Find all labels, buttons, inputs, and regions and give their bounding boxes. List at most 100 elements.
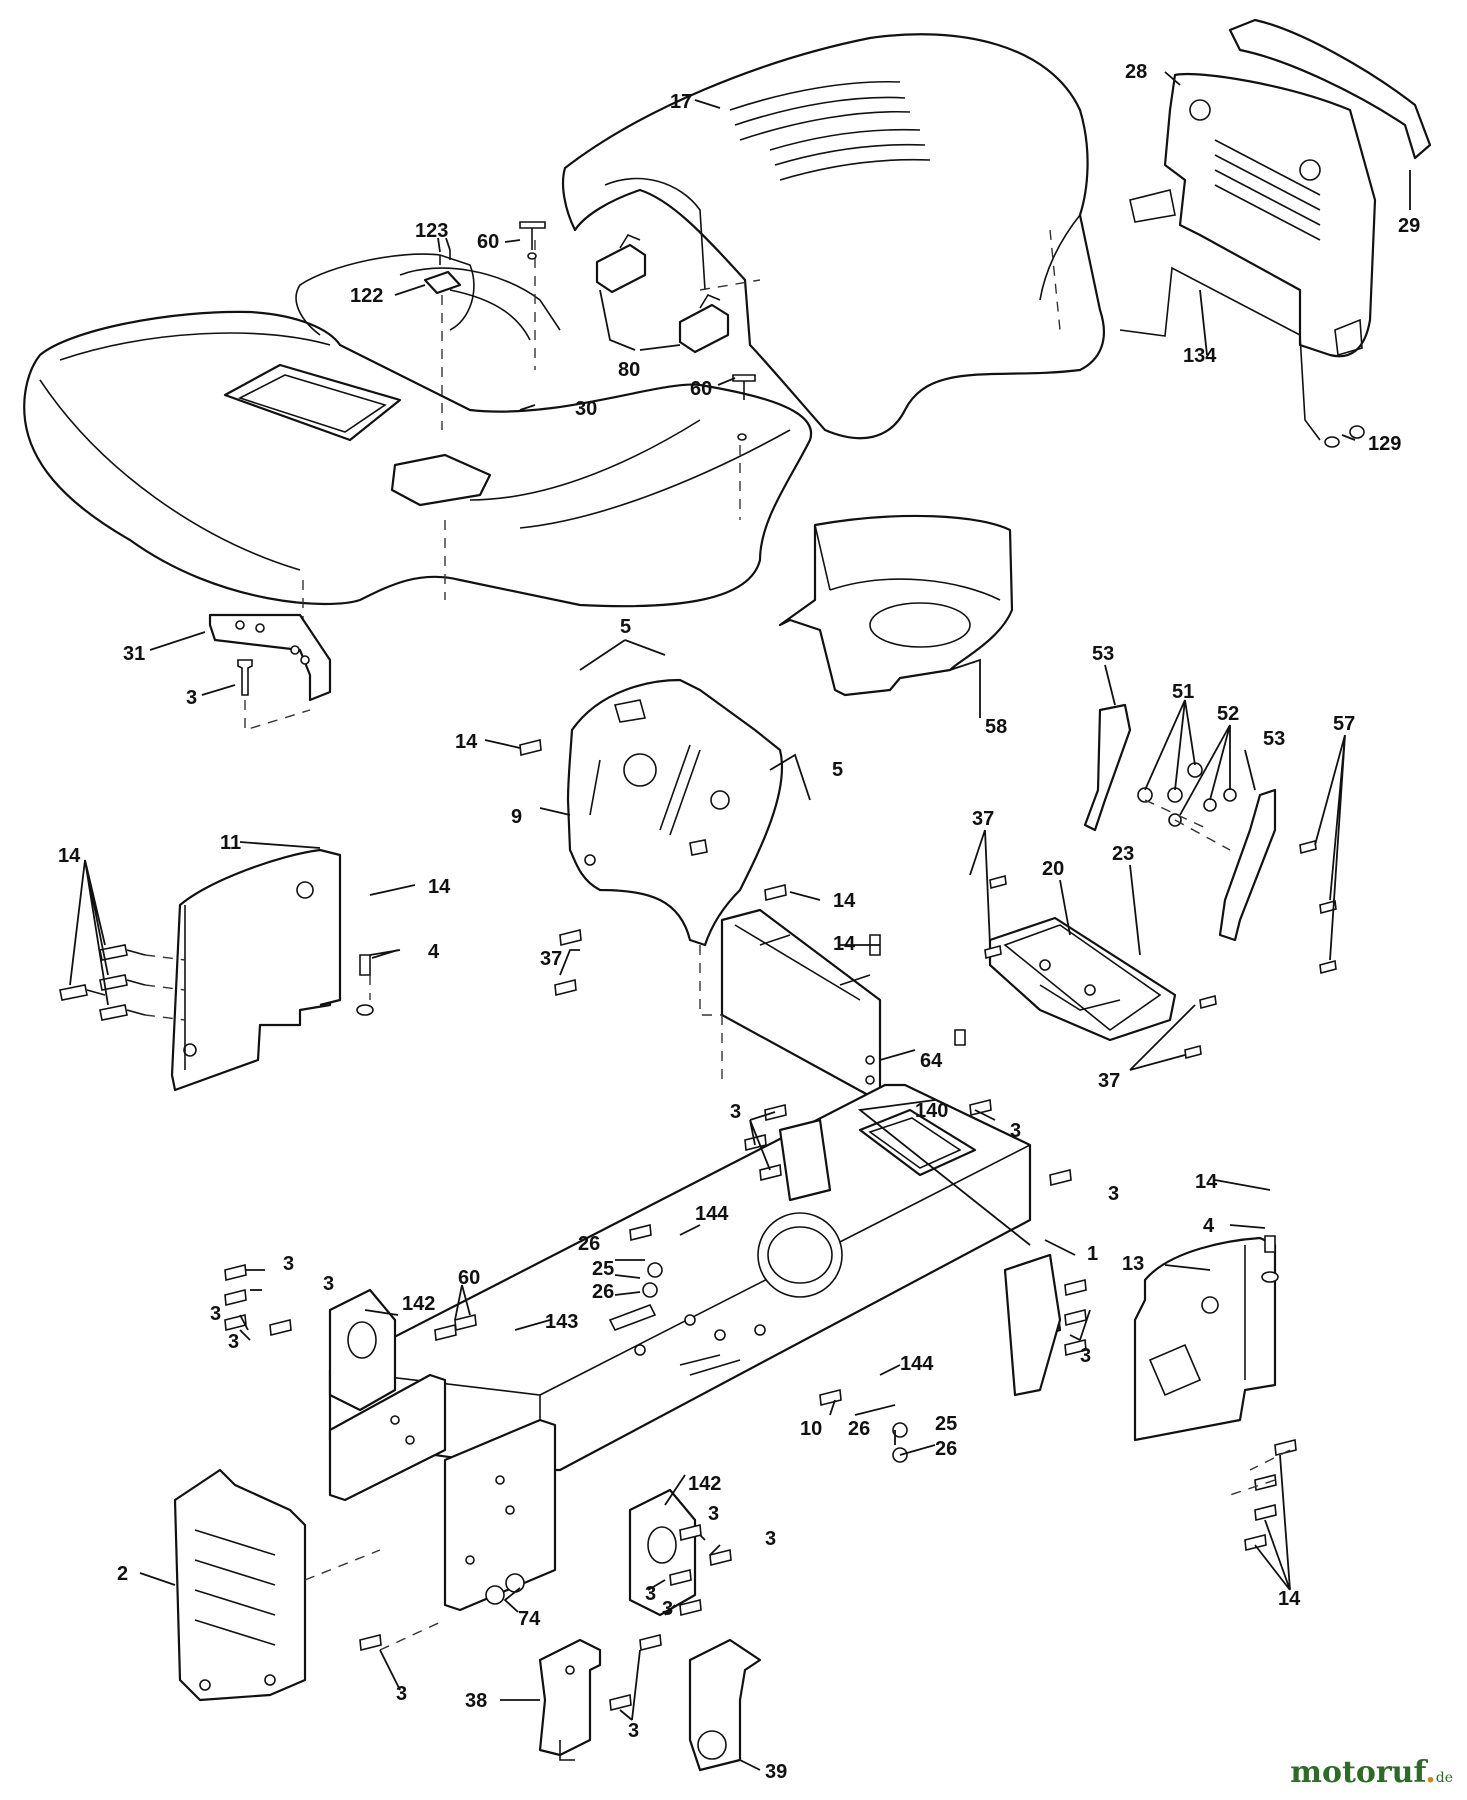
- left-side-panel-part: [170, 848, 342, 1092]
- callout-1: 1: [1087, 1243, 1098, 1265]
- callout-38: 38: [465, 1690, 487, 1712]
- watermark-dot: .: [1425, 1755, 1436, 1790]
- callout-23: 23: [1112, 843, 1134, 865]
- bracket-39: [688, 1638, 762, 1772]
- callout-3: 3: [1010, 1120, 1021, 1142]
- callout-52: 52: [1217, 703, 1239, 725]
- hood-bracket-80: [595, 233, 730, 354]
- callout-10: 10: [800, 1418, 822, 1440]
- callout-3: 3: [645, 1583, 656, 1605]
- callout-4: 4: [428, 941, 440, 963]
- callout-9: 9: [511, 806, 522, 828]
- dashed-assembly-lines: [144, 799, 1291, 1651]
- seat-pan-20: [988, 916, 1177, 1042]
- watermark-logo: motoruf.de: [1290, 1755, 1453, 1790]
- callout-140: 140: [915, 1100, 948, 1122]
- callout-64: 64: [920, 1050, 943, 1072]
- callout-26: 26: [592, 1281, 614, 1303]
- fender-part: [23, 240, 813, 640]
- callout-37: 37: [540, 948, 562, 970]
- dash-bracket-64: [720, 908, 882, 1097]
- callout-5: 5: [832, 759, 843, 781]
- callout-30: 30: [575, 398, 597, 420]
- callout-3: 3: [708, 1503, 719, 1525]
- callout-142: 142: [688, 1473, 721, 1495]
- dash-panel-part: [566, 678, 784, 947]
- callout-4: 4: [1203, 1215, 1215, 1237]
- callout-26: 26: [935, 1438, 957, 1460]
- callout-3: 3: [228, 1331, 239, 1353]
- rear-bracket-frame: [1003, 1253, 1062, 1397]
- callout-123: 123: [415, 220, 448, 242]
- callout-122: 122: [350, 285, 383, 307]
- callout-129: 129: [1368, 433, 1401, 455]
- callout-3: 3: [323, 1273, 334, 1295]
- callout-57: 57: [1333, 713, 1355, 735]
- watermark-name: motoruf: [1290, 1755, 1426, 1790]
- callout-80: 80: [618, 359, 640, 381]
- callout-39: 39: [765, 1761, 787, 1783]
- callout-3: 3: [765, 1528, 776, 1550]
- callout-labels: 17 28 29 123 60 122 80 60 30 134 129 31 …: [58, 61, 1420, 1783]
- callout-13: 13: [1122, 1253, 1144, 1275]
- watermark-tld: de: [1435, 1770, 1453, 1786]
- callout-74: 74: [518, 1608, 541, 1630]
- callout-25: 25: [935, 1413, 957, 1435]
- frame-rail-left: [328, 1373, 557, 1612]
- hood-vent-grille: [729, 80, 931, 181]
- callout-142: 142: [402, 1293, 435, 1315]
- right-side-panel-part: [1133, 1236, 1277, 1442]
- callout-3: 3: [1080, 1345, 1091, 1367]
- nut-74: [485, 1573, 525, 1605]
- callout-60: 60: [690, 378, 712, 400]
- bracket-53-a: [1083, 703, 1132, 832]
- callout-2: 2: [117, 1563, 128, 1585]
- bracket-53-b: [1218, 788, 1277, 942]
- callout-3: 3: [628, 1720, 639, 1742]
- leader-lines: [69, 71, 1411, 1771]
- callout-14: 14: [1195, 1171, 1218, 1193]
- callout-37: 37: [1098, 1070, 1120, 1092]
- callout-58: 58: [985, 716, 1007, 738]
- callout-25: 25: [592, 1258, 614, 1280]
- callout-51: 51: [1172, 681, 1194, 703]
- callout-14: 14: [455, 731, 478, 753]
- fender-bolt-60: [519, 221, 756, 441]
- callout-3: 3: [662, 1598, 673, 1620]
- bracket-38: [538, 1638, 602, 1761]
- grille-part: [1129, 72, 1377, 358]
- callout-53: 53: [1092, 643, 1114, 665]
- rear-shield-58: [778, 514, 1014, 697]
- callout-20: 20: [1042, 858, 1064, 880]
- callout-17: 17: [670, 91, 692, 113]
- callout-144: 144: [900, 1353, 934, 1375]
- callout-14: 14: [58, 845, 81, 867]
- grille-trim-part: [1228, 18, 1432, 160]
- callout-14: 14: [833, 890, 856, 912]
- callout-3: 3: [283, 1253, 294, 1275]
- callout-3: 3: [730, 1101, 741, 1123]
- callout-11: 11: [220, 832, 241, 854]
- callout-14: 14: [1278, 1588, 1301, 1610]
- callout-26: 26: [848, 1418, 870, 1440]
- callout-37: 37: [972, 808, 994, 830]
- callout-14: 14: [833, 933, 856, 955]
- callout-5: 5: [620, 616, 631, 638]
- callout-14: 14: [428, 876, 451, 898]
- callout-28: 28: [1125, 61, 1147, 83]
- front-panel-part: [173, 1468, 307, 1702]
- callout-26: 26: [578, 1233, 600, 1255]
- callout-53: 53: [1263, 728, 1285, 750]
- callout-143: 143: [545, 1311, 578, 1333]
- callout-3: 3: [186, 687, 197, 709]
- callout-3: 3: [1108, 1183, 1119, 1205]
- callout-29: 29: [1398, 215, 1420, 237]
- axle-plate-142-a: [328, 1288, 397, 1412]
- callout-134: 134: [1183, 345, 1217, 367]
- grille-rod-part: [1119, 266, 1365, 448]
- seat-bracket-part: [208, 613, 332, 731]
- fender-latch-122: [423, 250, 462, 430]
- callout-144: 144: [695, 1203, 729, 1225]
- axle-plate-142-b: [628, 1488, 697, 1617]
